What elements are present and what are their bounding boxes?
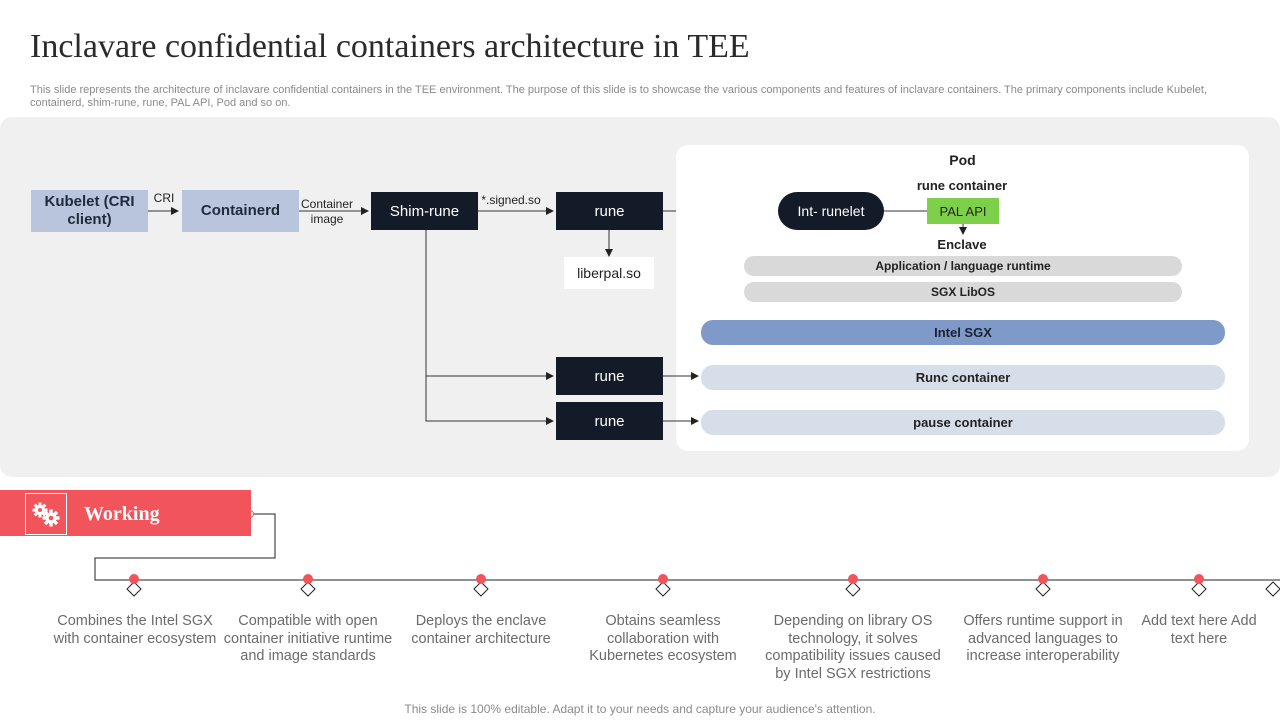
step-text-2: Compatible with open container initiativ… [223, 613, 393, 664]
working-title: Working [84, 503, 160, 525]
milestone-dot [1194, 574, 1204, 584]
step-text-6: Offers runtime support in advanced langu… [963, 613, 1123, 664]
step-text-1: Combines the Intel SGX with container ec… [53, 613, 217, 647]
rune-box-top: rune [556, 192, 663, 230]
step-text-7: Add text here Add text here [1141, 613, 1257, 647]
enclave-label: Enclave [937, 237, 987, 252]
runc-container-bar: Runc container [701, 365, 1225, 390]
milestone-diamond [1035, 581, 1051, 597]
int-runelet-box: Int- runelet [778, 192, 884, 230]
milestone-dot [848, 574, 858, 584]
pause-container-bar: pause container [701, 410, 1225, 435]
pal-api-box: PAL API [927, 198, 999, 224]
rune-container-label: rune container [916, 178, 1008, 193]
shim-rune-box: Shim-rune [371, 192, 478, 230]
milestone-diamond [126, 581, 142, 597]
milestone-dot [129, 574, 139, 584]
step-text-3: Deploys the enclave container architectu… [411, 613, 551, 647]
rune-box-mid: rune [556, 357, 663, 395]
milestone-dot [658, 574, 668, 584]
line-shim-down [425, 230, 554, 425]
containerd-box: Containerd [182, 190, 299, 232]
milestone-diamond [845, 581, 861, 597]
step-text-4: Obtains seamless collaboration with Kube… [589, 613, 737, 664]
milestone-diamond [1191, 581, 1207, 597]
pod-title: Pod [949, 152, 976, 168]
cri-label: CRI [153, 191, 175, 205]
milestone-diamond [1265, 581, 1280, 597]
milestone-dot [476, 574, 486, 584]
footer-note: This slide is 100% editable. Adapt it to… [404, 702, 876, 716]
container-image-label: Container image [300, 197, 354, 226]
milestone-diamond [473, 581, 489, 597]
page-title: Inclavare confidential containers archit… [30, 28, 750, 65]
gears-icon [25, 493, 67, 535]
slide-description: This slide represents the architecture o… [30, 84, 1208, 109]
milestone-dot [303, 574, 313, 584]
milestone-diamond [655, 581, 671, 597]
liberpal-box: liberpal.so [564, 257, 654, 289]
milestone-diamond [300, 581, 316, 597]
kubelet-box: Kubelet (CRI client) [31, 190, 148, 232]
intel-sgx-bar: Intel SGX [701, 320, 1225, 345]
app-runtime-bar: Application / language runtime [744, 256, 1182, 276]
sgx-libos-bar: SGX LibOS [744, 282, 1182, 302]
rune-box-bottom: rune [556, 402, 663, 440]
working-connector [94, 513, 1280, 581]
signed-so-label: *.signed.so [481, 193, 541, 207]
step-text-5: Depending on library OS technology, it s… [765, 613, 941, 682]
milestone-dot [1038, 574, 1048, 584]
